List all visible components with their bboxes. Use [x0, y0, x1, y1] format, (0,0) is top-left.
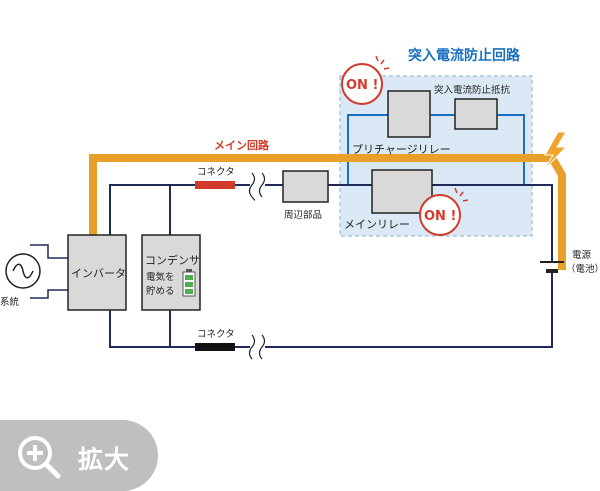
precharge-resistor-label: 突入電流防止抵抗 — [434, 84, 511, 96]
battery-level-icon — [182, 269, 196, 297]
wire-break-icon-top — [248, 172, 266, 201]
precharge-relay-box — [387, 90, 431, 138]
peripheral-box — [282, 170, 329, 203]
on-badge-main: ON ! — [419, 187, 469, 236]
connector-top-label: コネクタ — [197, 167, 235, 178]
connector-top — [195, 181, 235, 189]
grid-wire-top — [30, 244, 68, 259]
wire-break-icon-bottom — [248, 334, 266, 360]
capacitor-text-1: 電気を — [146, 271, 175, 283]
grid-label: 系統 — [0, 296, 20, 308]
battery-bottom-wire — [265, 272, 553, 348]
on-badge-precharge: ON ! — [341, 55, 390, 105]
capacitor-text-2: 貯める — [146, 286, 175, 297]
inverter-label: インバータ — [71, 267, 126, 280]
inverter-box — [67, 234, 127, 311]
zoom-button[interactable]: 拡大 — [0, 420, 158, 491]
zoom-in-icon — [18, 436, 61, 479]
battery-label-2: （電池） — [566, 263, 600, 275]
connector-bottom — [195, 343, 235, 351]
precharge-relay-label: プリチャージリレー — [352, 143, 451, 156]
peripheral-label: 周辺部品 — [284, 209, 322, 221]
main-relay-label: メインリレー — [344, 218, 410, 231]
grid-wire-bottom — [30, 289, 68, 299]
capacitor-title: コンデンサ — [145, 253, 200, 267]
on-badge-1-text: ON ! — [346, 78, 378, 93]
sine-wave-icon — [12, 263, 34, 279]
zoom-label: 拡大 — [78, 445, 131, 474]
spark-icon — [543, 131, 568, 171]
on-badge-2-text: ON ! — [424, 209, 456, 224]
capacitor-box — [141, 234, 201, 311]
precharge-resistor-box — [454, 98, 498, 130]
battery-top-wire — [432, 184, 553, 262]
inrush-protection-title: 突入電流防止回路 — [408, 47, 521, 64]
inverter-top-wire — [109, 184, 195, 235]
main-circuit-label: メイン回路 — [214, 138, 270, 152]
connector-bottom-label: コネクタ — [197, 329, 235, 340]
battery-label-1: 電源 — [572, 250, 592, 261]
